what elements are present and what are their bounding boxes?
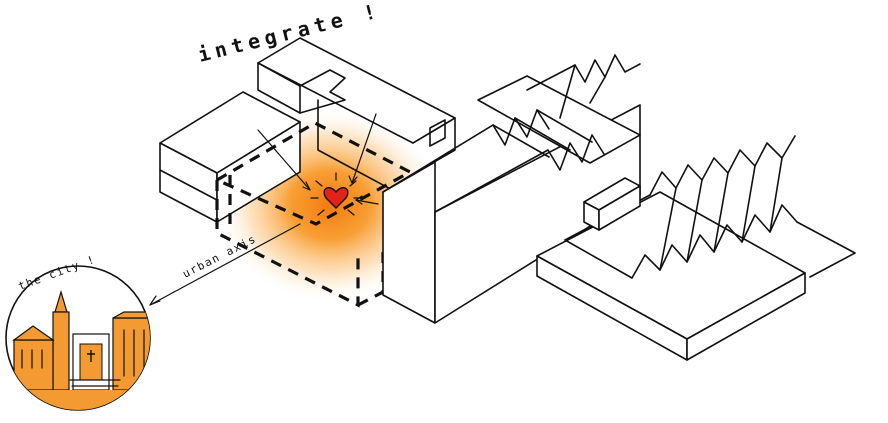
heart-icon	[310, 172, 362, 216]
arrow-icon	[257, 113, 379, 205]
city-bubble: the city !	[5, 253, 151, 411]
central-building	[382, 54, 641, 324]
left-building	[159, 91, 301, 223]
right-building	[536, 135, 856, 361]
